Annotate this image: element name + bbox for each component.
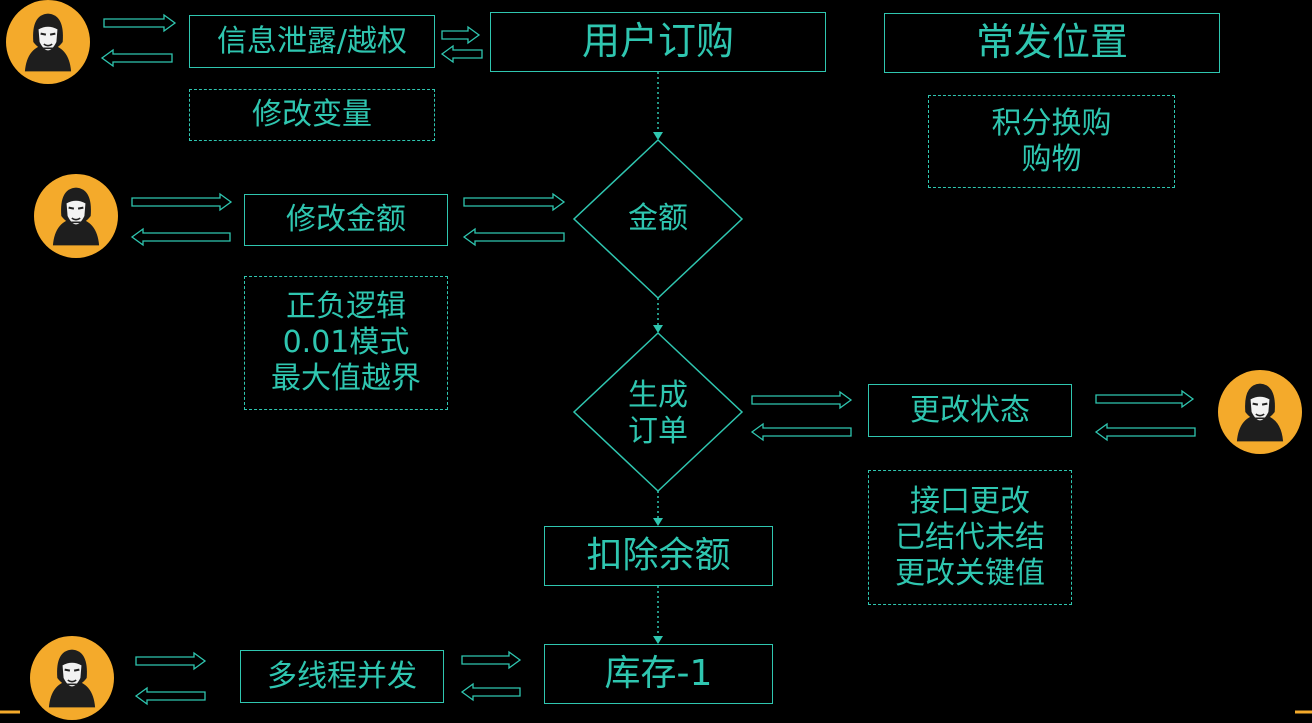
note-line: 接口更改 — [910, 483, 1030, 519]
diamond-line: 生成 — [628, 378, 688, 413]
note-line: 0.01模式 — [282, 325, 410, 360]
node-change-status: 更改状态 — [868, 384, 1072, 437]
double-arrow-pair — [750, 390, 853, 442]
note-amount-tricks: 正负逻辑 0.01模式 最大值越界 — [244, 276, 448, 410]
node-amount-label: 金额 — [628, 201, 688, 236]
double-arrow-pair — [460, 650, 522, 702]
node-stock-decrement: 库存-1 — [544, 644, 773, 704]
note-modify-variable: 修改变量 — [189, 89, 435, 141]
diamond-line: 订单 — [628, 414, 688, 449]
double-arrow-pair — [100, 13, 177, 68]
note-line: 正负逻辑 — [286, 289, 406, 324]
node-create-order-label: 生成 订单 — [598, 372, 718, 456]
hacker-avatar-icon — [6, 0, 90, 84]
node-info-leak: 信息泄露/越权 — [189, 15, 435, 68]
node-deduct-balance: 扣除余额 — [544, 526, 773, 586]
double-arrow-pair — [462, 192, 566, 247]
double-arrow-pair — [130, 192, 233, 247]
note-line: 积分换购 — [991, 105, 1112, 141]
double-arrow-pair — [440, 25, 483, 64]
note-line: 更改关键值 — [895, 555, 1045, 591]
node-common-location: 常发位置 — [884, 13, 1220, 73]
hacker-avatar-icon — [34, 174, 118, 258]
double-arrow-pair — [134, 651, 207, 706]
node-concurrency: 多线程并发 — [240, 650, 444, 703]
double-arrow-pair — [1094, 389, 1196, 442]
hacker-avatar-icon — [30, 636, 114, 720]
hacker-avatar-icon — [1218, 370, 1302, 454]
note-line: 最大值越界 — [271, 361, 421, 396]
node-user-purchase: 用户订购 — [490, 12, 826, 72]
node-modify-amount: 修改金额 — [244, 194, 448, 246]
note-status-tricks: 接口更改 已结代未结 更改关键值 — [868, 470, 1072, 605]
note-points-exchange: 积分换购 购物 — [928, 95, 1175, 188]
note-line: 已结代未结 — [895, 519, 1045, 555]
note-line: 购物 — [1021, 141, 1082, 177]
